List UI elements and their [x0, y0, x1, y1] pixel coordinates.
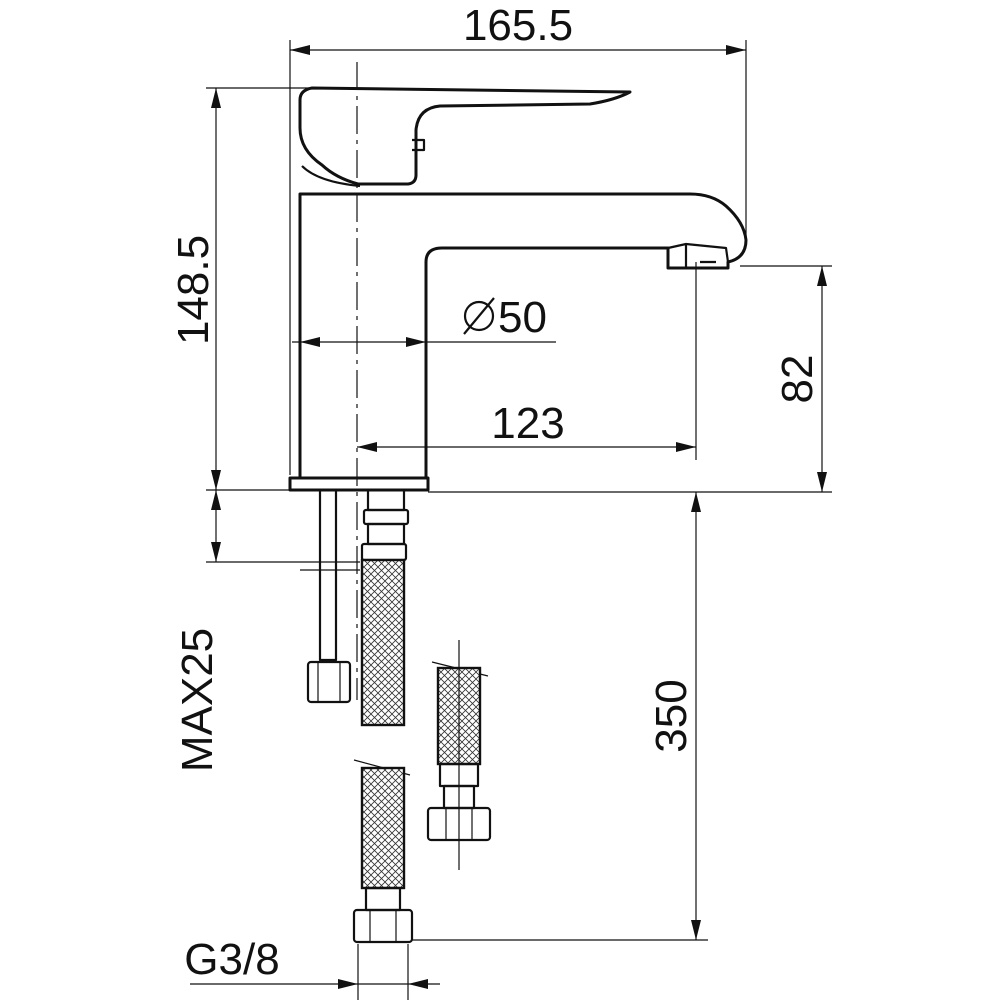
lever-detail [301, 165, 361, 188]
spout-height-label: 82 [773, 355, 822, 404]
mounting-rod [300, 488, 360, 704]
body-and-spout [298, 192, 748, 480]
main-hose-lower [352, 759, 414, 944]
overall-length-label: 165.5 [463, 1, 573, 50]
dim-hose-length: 350 [412, 492, 708, 941]
main-hose-upper [360, 488, 410, 727]
max-deck-thickness-label: MAX25 [173, 628, 222, 772]
dim-max-deck-thickness: MAX25 [173, 490, 300, 772]
connection-thread-label: G3/8 [184, 935, 279, 984]
dim-overall-height: 148.5 [169, 87, 350, 491]
secondary-hose [426, 640, 492, 870]
faucet-body [288, 86, 748, 492]
lever-button [412, 138, 426, 152]
mounting-nut [306, 660, 352, 704]
aerator [667, 242, 730, 268]
dim-spout-reach: 123 [357, 262, 697, 460]
body-diameter-label: 50 [498, 293, 547, 342]
hose-length-label: 350 [647, 679, 696, 752]
lever-handle [298, 86, 632, 186]
dim-spout-height: 82 [428, 265, 832, 493]
overall-height-label: 148.5 [169, 235, 218, 345]
dim-connection-thread: G3/8 [184, 935, 440, 1000]
dim-body-diameter: 50 [292, 293, 556, 347]
dim-overall-length: 165.5 [289, 1, 747, 475]
main-hose-nut [352, 908, 414, 944]
diameter-symbol [463, 297, 495, 335]
base-flange [288, 476, 430, 492]
spout-reach-label: 123 [491, 399, 564, 448]
